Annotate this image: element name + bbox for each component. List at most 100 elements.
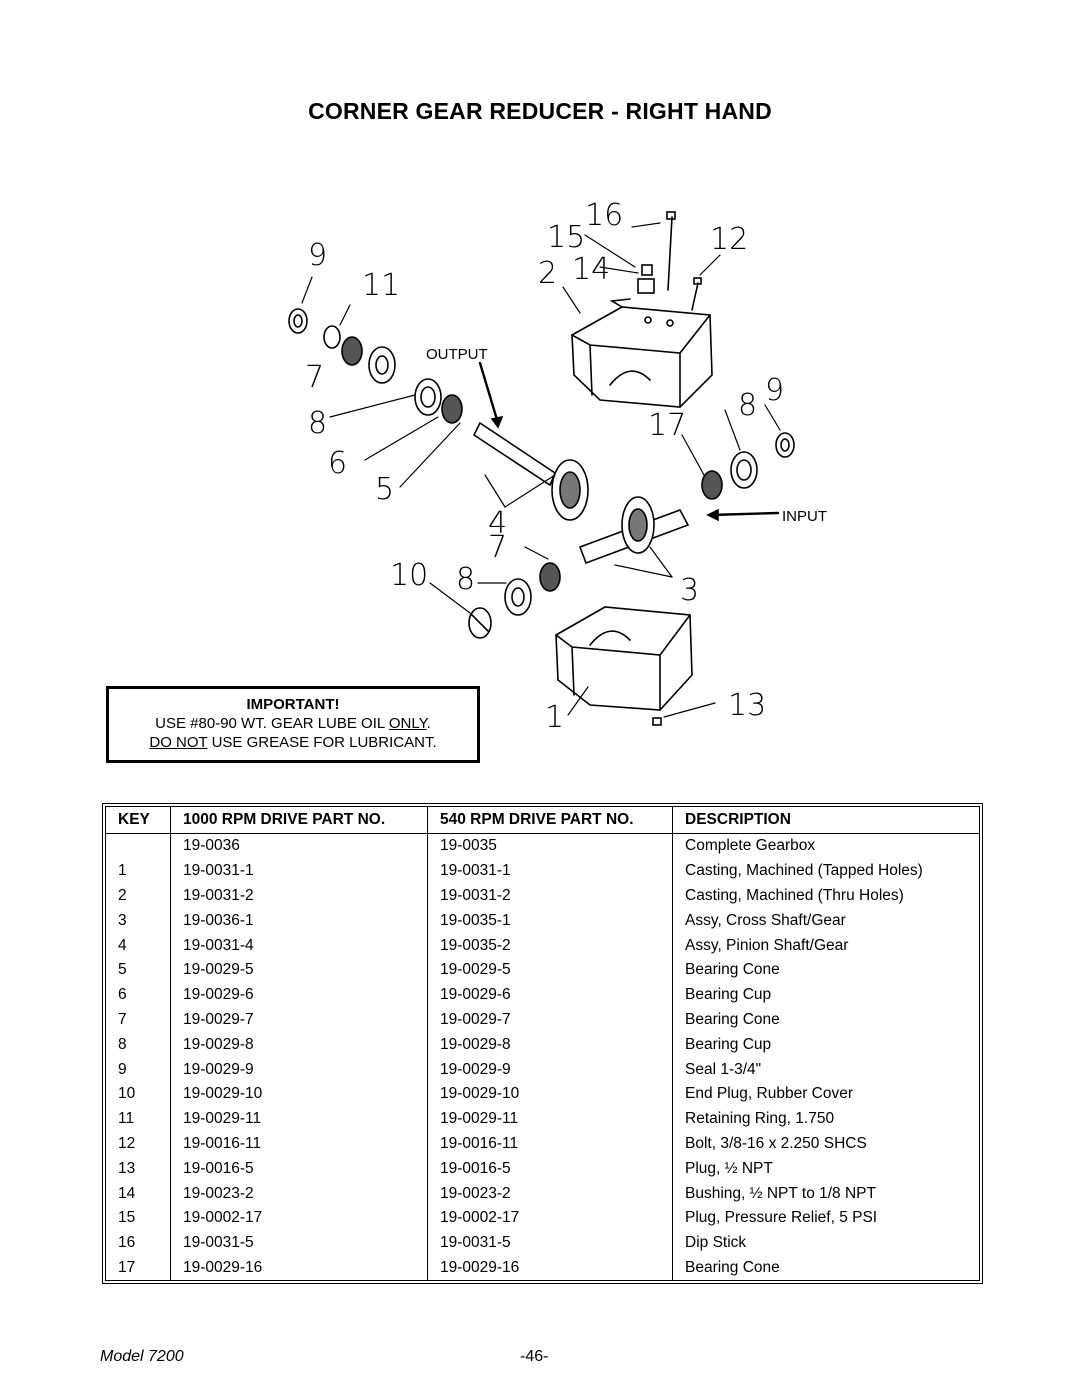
cell-part-540-rpm: 19-0029-11 bbox=[428, 1106, 673, 1132]
callout-17: 17 bbox=[648, 408, 686, 443]
cell-description: Plug, Pressure Relief, 5 PSI bbox=[685, 1209, 878, 1227]
header-1000-rpm: 1000 RPM DRIVE PART NO. bbox=[171, 807, 428, 834]
callout-10: 10 bbox=[390, 558, 428, 593]
cell-key: 9 bbox=[106, 1057, 171, 1082]
important-line-2-emphasis: DO NOT bbox=[149, 734, 208, 751]
right-bearing-stack bbox=[701, 432, 795, 500]
cell-description: End Plug, Rubber Cover bbox=[685, 1085, 854, 1103]
important-line-1-end: . bbox=[426, 715, 431, 732]
important-line-1-emphasis: ONLY bbox=[388, 715, 427, 732]
cell-description: Bearing Cone bbox=[685, 1258, 780, 1276]
cell-part-1000-rpm: 19-0029-7 bbox=[171, 1007, 428, 1033]
callout-8-left: 8 bbox=[308, 406, 327, 441]
cell-part-1000-rpm: 19-0002-17 bbox=[171, 1205, 428, 1231]
header-540-rpm: 540 RPM DRIVE PART NO. bbox=[428, 807, 673, 834]
cell-part-1000-rpm: 19-0029-16 bbox=[171, 1255, 428, 1281]
cell-description: Dip Stick bbox=[685, 1234, 747, 1252]
callout-12: 12 bbox=[710, 222, 748, 257]
output-arrow-head bbox=[490, 415, 504, 429]
important-notice-box: IMPORTANT! USE #80-90 WT. GEAR LUBE OIL … bbox=[106, 686, 480, 763]
cell-part-1000-rpm: 19-0029-11 bbox=[171, 1106, 428, 1132]
callout-9-right: 9 bbox=[765, 373, 784, 408]
lower-housing-casting bbox=[555, 606, 693, 711]
cell-part-540-rpm: 19-0035-1 bbox=[428, 908, 673, 934]
cell-description: Plug, ½ NPT bbox=[685, 1159, 773, 1177]
parts-table-header-row: KEY 1000 RPM DRIVE PART NO. 540 RPM DRIV… bbox=[106, 807, 979, 834]
cell-key: 12 bbox=[106, 1131, 171, 1157]
cell-part-1000-rpm: 19-0031-1 bbox=[171, 858, 428, 884]
important-heading: IMPORTANT! bbox=[246, 696, 340, 713]
cell-key: 14 bbox=[106, 1181, 171, 1206]
header-description: DESCRIPTION bbox=[673, 807, 979, 834]
input-arrow-head bbox=[706, 508, 719, 522]
callout-11: 11 bbox=[362, 268, 400, 303]
cell-part-540-rpm: 19-0002-17 bbox=[428, 1205, 673, 1231]
cell-part-540-rpm: 19-0029-8 bbox=[428, 1032, 673, 1058]
lower-bearing-stack bbox=[468, 562, 561, 639]
important-line-1: USE #80-90 WT. GEAR LUBE OIL ONLY. bbox=[109, 714, 477, 733]
parts-table: KEY 1000 RPM DRIVE PART NO. 540 RPM DRIV… bbox=[102, 802, 983, 1285]
dip-stick-part bbox=[666, 211, 676, 291]
cell-key bbox=[106, 834, 171, 859]
cell-part-1000-rpm: 19-0029-8 bbox=[171, 1032, 428, 1058]
cell-description: Complete Gearbox bbox=[685, 837, 816, 855]
cell-key: 5 bbox=[106, 957, 171, 983]
header-key: KEY bbox=[106, 807, 171, 834]
cell-part-540-rpm: 19-0029-7 bbox=[428, 1007, 673, 1033]
upper-housing-casting bbox=[571, 298, 713, 408]
cell-part-1000-rpm: 19-0031-5 bbox=[171, 1230, 428, 1256]
left-bearing-stack bbox=[288, 308, 463, 424]
cell-description: Bearing Cone bbox=[685, 1010, 780, 1028]
cell-key: 3 bbox=[106, 908, 171, 934]
input-shaft-gear bbox=[578, 496, 690, 565]
cell-part-540-rpm: 19-0031-1 bbox=[428, 858, 673, 884]
callout-6: 6 bbox=[328, 446, 347, 481]
callout-3: 3 bbox=[680, 573, 699, 608]
cell-description: Bearing Cup bbox=[685, 986, 772, 1004]
cell-description: Bushing, ½ NPT to 1/8 NPT bbox=[685, 1184, 876, 1202]
leader-lines bbox=[301, 222, 781, 718]
input-label: INPUT bbox=[782, 508, 827, 525]
cell-key: 13 bbox=[106, 1156, 171, 1182]
cell-part-540-rpm: 19-0016-5 bbox=[428, 1156, 673, 1182]
cell-part-1000-rpm: 19-0036 bbox=[171, 834, 428, 859]
cell-description: Retaining Ring, 1.750 bbox=[685, 1110, 835, 1128]
cell-part-540-rpm: 19-0029-9 bbox=[428, 1057, 673, 1082]
cell-part-1000-rpm: 19-0029-10 bbox=[171, 1081, 428, 1107]
cell-part-540-rpm: 19-0029-10 bbox=[428, 1081, 673, 1107]
cell-key: 16 bbox=[106, 1230, 171, 1256]
callout-9-left: 9 bbox=[308, 238, 327, 273]
important-line-1-text: USE #80-90 WT. GEAR LUBE OIL bbox=[155, 715, 389, 732]
callout-14: 14 bbox=[572, 252, 610, 287]
cell-key: 4 bbox=[106, 933, 171, 958]
important-line-2: DO NOT USE GREASE FOR LUBRICANT. bbox=[109, 733, 477, 752]
callout-7-upper: 7 bbox=[305, 360, 324, 395]
cell-part-1000-rpm: 19-0016-11 bbox=[171, 1131, 428, 1157]
cell-part-1000-rpm: 19-0036-1 bbox=[171, 908, 428, 934]
callout-2: 2 bbox=[538, 256, 557, 291]
cell-part-540-rpm: 19-0029-16 bbox=[428, 1255, 673, 1281]
cell-part-1000-rpm: 19-0031-4 bbox=[171, 933, 428, 958]
callout-4: 4 bbox=[488, 506, 507, 541]
cell-part-540-rpm: 19-0035 bbox=[428, 834, 673, 859]
cell-key: 2 bbox=[106, 883, 171, 909]
plug-part bbox=[652, 717, 662, 726]
bushing-and-plug-part bbox=[637, 264, 655, 294]
cell-part-1000-rpm: 19-0029-9 bbox=[171, 1057, 428, 1082]
exploded-parts-diagram: 16 15 12 9 2 14 11 7 8 17 8 9 6 5 4 7 10… bbox=[288, 198, 827, 735]
cell-part-540-rpm: 19-0031-5 bbox=[428, 1230, 673, 1256]
cell-part-1000-rpm: 19-0029-5 bbox=[171, 957, 428, 983]
callout-16: 16 bbox=[585, 198, 623, 233]
